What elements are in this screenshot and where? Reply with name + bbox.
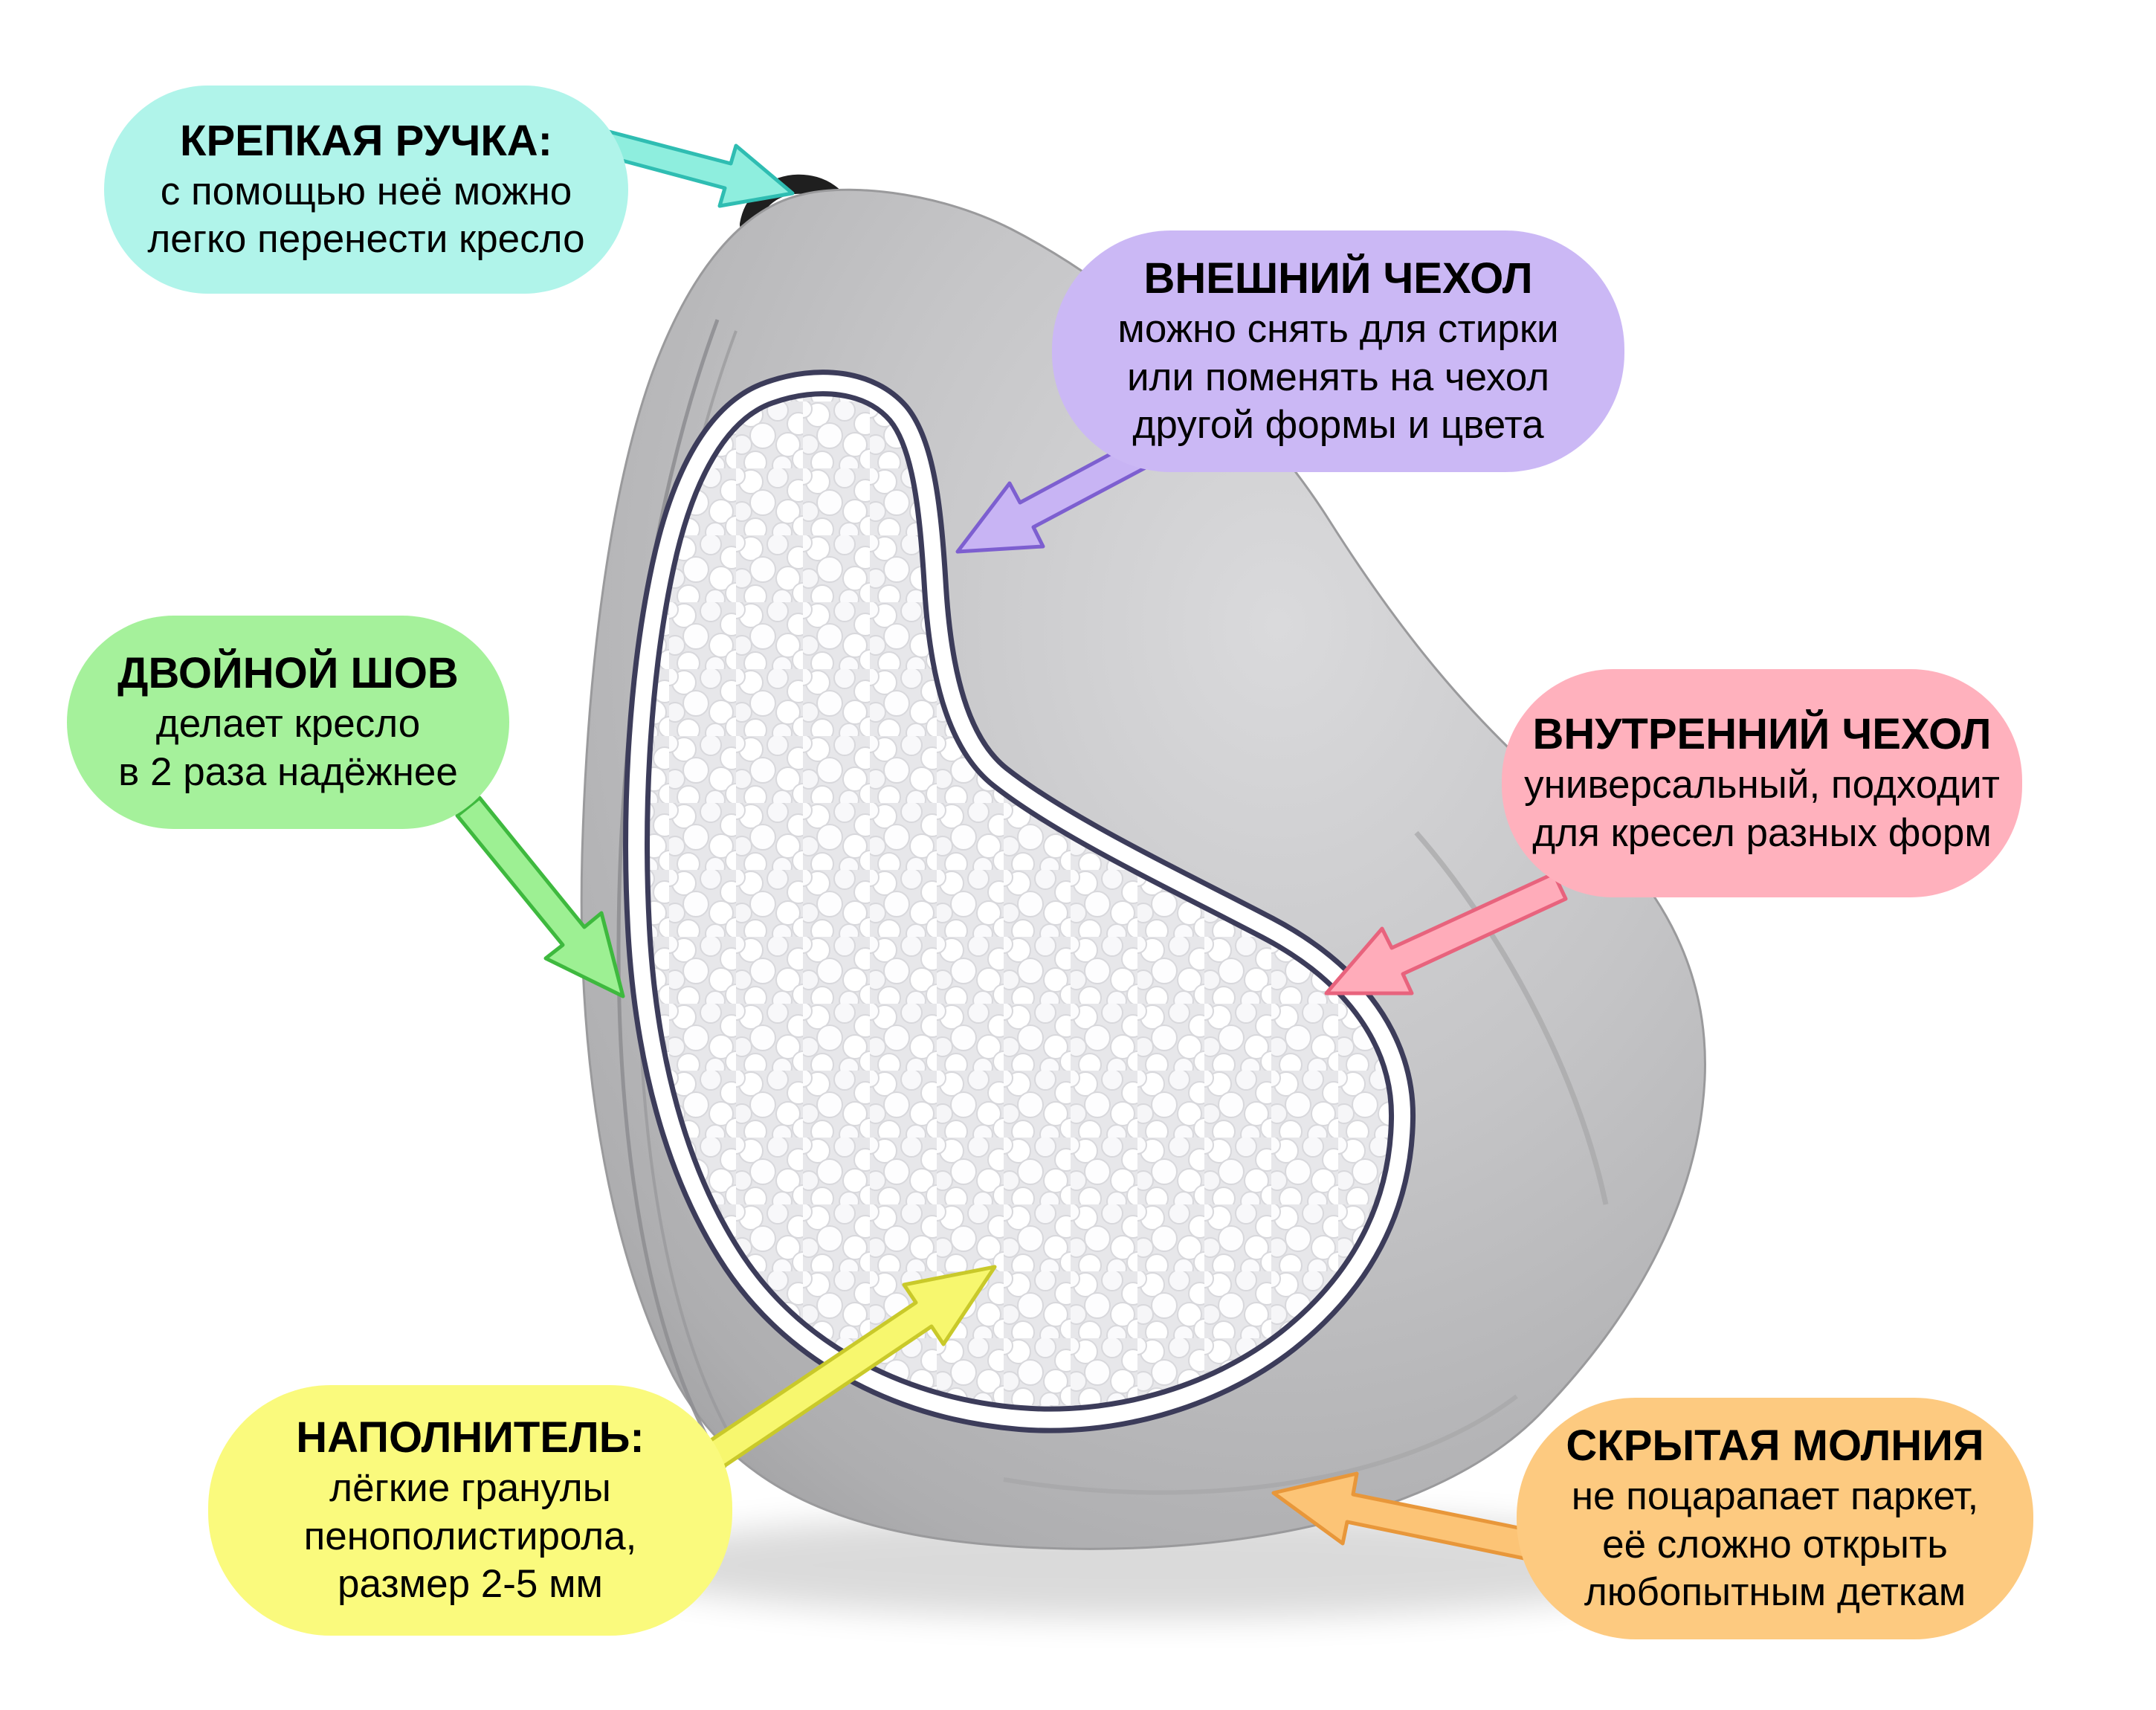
- callout-handle: КРЕПКАЯ РУЧКА: с помощью неё можно легко…: [104, 86, 628, 294]
- inner-liner-outline: [628, 375, 1411, 1428]
- callout-filler: НАПОЛНИТЕЛЬ: лёгкие гранулы пенополистир…: [208, 1385, 732, 1636]
- callout-outer-cover-line: другой формы и цвета: [1132, 403, 1544, 448]
- callout-outer-cover-line: или поменять на чехол: [1126, 355, 1550, 399]
- callout-zipper-title: СКРЫТАЯ МОЛНИЯ: [1566, 1422, 1984, 1471]
- callout-filler-line: размер 2-5 мм: [338, 1562, 603, 1607]
- arrow-to-handle: [601, 129, 795, 208]
- callout-zipper: СКРЫТАЯ МОЛНИЯ не поцарапает паркет, её …: [1517, 1398, 2033, 1639]
- callout-double-seam-line: делает кресло: [155, 702, 421, 746]
- arrow-to-inner-cover: [1324, 871, 1568, 996]
- arrow-to-outer-cover: [955, 435, 1158, 554]
- callout-double-seam-line: в 2 раза надёжнее: [118, 749, 458, 794]
- callout-handle-line: легко перенести кресло: [147, 217, 585, 262]
- callout-filler-line: пенополистирола,: [303, 1514, 637, 1558]
- callout-zipper-line: не поцарапает паркет,: [1571, 1474, 1979, 1518]
- callout-handle-line: с помощью неё можно: [160, 169, 572, 213]
- callout-double-seam: ДВОЙНОЙ ШОВ делает кресло в 2 раза надёж…: [67, 616, 509, 829]
- double-seam-line-1: [616, 319, 727, 1470]
- callout-filler-line: лёгкие гранулы: [329, 1465, 611, 1510]
- callout-inner-cover-title: ВНУТРЕННИЙ ЧЕХОЛ: [1532, 710, 1992, 759]
- callout-outer-cover-line: можно снять для стирки: [1117, 306, 1559, 351]
- callout-outer-cover: ВНЕШНИЙ ЧЕХОЛ можно снять для стирки или…: [1052, 230, 1624, 472]
- arrow-to-double-seam: [455, 796, 625, 998]
- callout-inner-cover-line: универсальный, подходит: [1524, 763, 2000, 807]
- fabric-crease-bottom: [1003, 1394, 1518, 1495]
- callout-outer-cover-title: ВНЕШНИЙ ЧЕХОЛ: [1143, 254, 1533, 303]
- callout-double-seam-title: ДВОЙНОЙ ШОВ: [117, 649, 459, 698]
- callout-inner-cover-line: для кресел разных форм: [1532, 810, 1992, 855]
- callout-zipper-line: её сложно открыть: [1602, 1522, 1948, 1567]
- arrow-to-filler: [694, 1265, 997, 1476]
- callout-inner-cover: ВНУТРЕННИЙ ЧЕХОЛ универсальный, подходит…: [1502, 669, 2022, 897]
- fabric-crease: [1414, 830, 1609, 1205]
- callout-filler-title: НАПОЛНИТЕЛЬ:: [296, 1413, 645, 1462]
- arrow-to-zipper: [1271, 1471, 1550, 1564]
- callout-handle-title: КРЕПКАЯ РУЧКА:: [180, 116, 552, 165]
- callout-zipper-line: любопытным деткам: [1584, 1570, 1966, 1615]
